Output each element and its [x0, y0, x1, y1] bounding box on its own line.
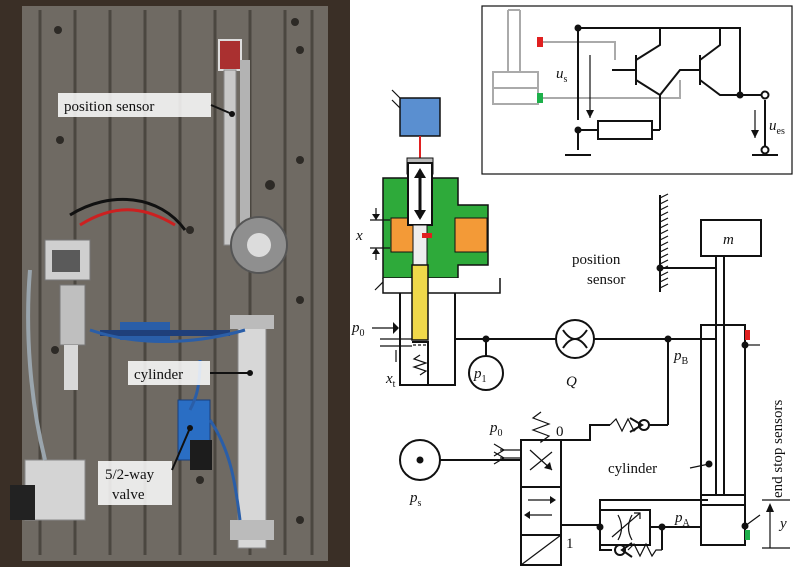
p0-left-label: p0 [351, 320, 399, 339]
svg-text:p0: p0 [351, 320, 365, 339]
scale-tick [659, 211, 669, 217]
coil-right [454, 217, 488, 253]
svg-text:position: position [572, 252, 621, 268]
cylinder-label: cylinder [608, 461, 657, 477]
position-sensor-scale: position sensor [572, 193, 715, 292]
pA-label: pA [674, 510, 691, 529]
flow-meter: Q [555, 319, 595, 390]
schematic: us ues x [351, 5, 793, 566]
svg-text:Q: Q [566, 374, 577, 390]
scale-tick [659, 277, 669, 283]
svg-text:cylinder: cylinder [134, 367, 183, 383]
svg-text:ps: ps [409, 490, 422, 509]
lower-end-stop [745, 530, 750, 540]
hoses [26, 197, 246, 521]
mass-block [700, 219, 762, 257]
svg-text:position sensor: position sensor [64, 99, 154, 115]
x-dimension: x [355, 208, 390, 260]
svg-text:5/2-way: 5/2-way [105, 467, 155, 483]
ues-label: ues [769, 118, 785, 137]
pneumatic-cylinder [230, 315, 274, 549]
scale-tick [659, 241, 669, 247]
svg-text:valve: valve [112, 487, 145, 503]
svg-text:0: 0 [556, 424, 564, 440]
scale-tick [659, 229, 669, 235]
scale-tick [659, 193, 669, 199]
directional-valve [177, 399, 212, 470]
proportional-valve [44, 239, 91, 390]
resistor [597, 120, 653, 140]
scale-tick [659, 259, 669, 265]
throttle-check-valve [596, 509, 701, 558]
mounting-holes [51, 18, 304, 524]
cylinder-mini-icon [492, 9, 681, 105]
scale-tick [659, 217, 669, 223]
proportional-valve-schematic [374, 89, 501, 386]
p0-valve-label: p0 [489, 420, 503, 439]
scale-tick [659, 205, 669, 211]
svg-text:sensor: sensor [587, 272, 625, 288]
supply-source: ps [399, 439, 521, 509]
motor-block [399, 97, 441, 137]
xt-dimension: xt [380, 338, 412, 390]
transistor-2 [659, 28, 740, 96]
photo-label-valve: 5/2-way valve [98, 425, 193, 505]
scale-tick [659, 283, 669, 289]
cylinder-schematic: m [700, 219, 762, 546]
svg-text:x: x [355, 228, 363, 244]
scale-tick [659, 247, 669, 253]
scale-tick [659, 223, 669, 229]
scale-tick [659, 199, 669, 205]
pressure-regulator [10, 459, 86, 521]
green-marker [537, 93, 543, 103]
us-label: us [556, 66, 568, 85]
flow-sensor [100, 322, 230, 340]
svg-text:p1: p1 [473, 366, 487, 385]
svg-text:m: m [723, 232, 734, 248]
check-valve-upper [609, 417, 650, 433]
svg-text:1: 1 [566, 536, 574, 552]
pB-label: pB [673, 348, 689, 367]
end-stop-sensor-circuit: us ues [481, 5, 793, 175]
upper-end-stop [745, 330, 750, 340]
red-marker [537, 37, 543, 47]
valve-spring [531, 411, 551, 444]
p1-gauge: p1 [468, 355, 504, 391]
test-bench-photo: position sensor cylinder 5/2-way valve [0, 0, 350, 567]
photo-label-cylinder: cylinder [128, 361, 253, 385]
scale-tick [659, 271, 669, 277]
end-stop-sensors-label: end stop sensors [770, 400, 786, 498]
y-dimension: y [762, 499, 790, 549]
svg-text:y: y [778, 516, 787, 532]
circuit-frame [481, 5, 793, 175]
scale-tick [659, 253, 669, 259]
five-two-way-valve: 0 1 [493, 411, 574, 566]
scale-tick [659, 235, 669, 241]
photo-label-position-sensor: position sensor [58, 93, 235, 117]
svg-text:xt: xt [385, 371, 396, 390]
